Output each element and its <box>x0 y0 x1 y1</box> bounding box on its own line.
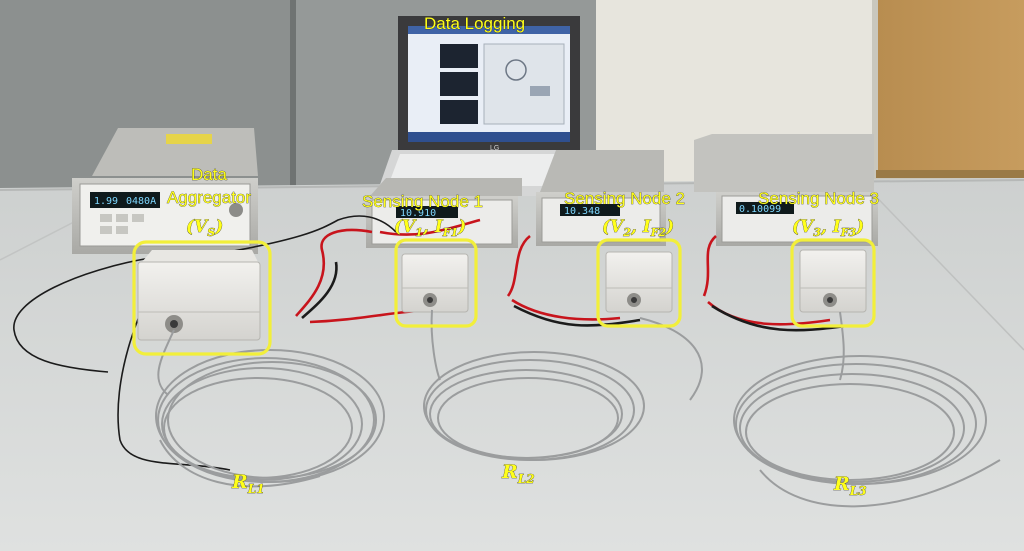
node2-variables: (V2, IF2) <box>602 217 674 239</box>
multimeter-node2: 10.348 <box>536 150 666 246</box>
aggregator-variable: (VS) <box>186 217 223 239</box>
node1-label: Sensing Node 1 <box>362 192 483 211</box>
cable-coil-rl1 <box>155 329 385 488</box>
data-logging-label: Data Logging <box>424 14 525 33</box>
laptop-brand: LG <box>490 145 499 152</box>
node3-enclosure <box>799 249 867 313</box>
node1-display: 10.910 <box>400 208 436 219</box>
test-leads <box>295 218 847 332</box>
cable-coil-rl2 <box>423 309 703 461</box>
node1-variables: (V1, IF1) <box>394 217 466 239</box>
rl2-label: RL2 <box>501 461 535 486</box>
aggregator-enclosure <box>137 250 261 341</box>
door <box>878 0 1024 172</box>
node2-display: 10.348 <box>564 206 600 217</box>
node3-label: Sensing Node 3 <box>758 189 879 208</box>
node3-display: 0.10099 <box>739 204 781 215</box>
rl3-label: RL3 <box>833 473 867 498</box>
multimeter-node3: 0.10099 <box>694 134 878 246</box>
node2-highlight-box <box>596 238 682 328</box>
multimeter-node1: 10.910 <box>366 178 522 248</box>
aggregator-label: Data <box>191 165 227 184</box>
cable-coil-rl3 <box>733 311 1001 508</box>
node2-enclosure <box>605 251 673 313</box>
node1-enclosure <box>401 253 469 313</box>
aggregator-display-a: 1.99 <box>94 196 118 207</box>
aggregator-display-b: 0480A <box>126 196 156 207</box>
node3-highlight-box <box>790 238 876 328</box>
node3-variables: (V3, IF3) <box>792 217 864 239</box>
node2-label: Sensing Node 2 <box>564 189 685 208</box>
node1-highlight-box <box>394 238 478 328</box>
aggregator-highlight-box <box>132 240 272 356</box>
rl1-label: RL1 <box>231 471 265 496</box>
aggregator-label-line2: Aggregator <box>167 188 251 207</box>
